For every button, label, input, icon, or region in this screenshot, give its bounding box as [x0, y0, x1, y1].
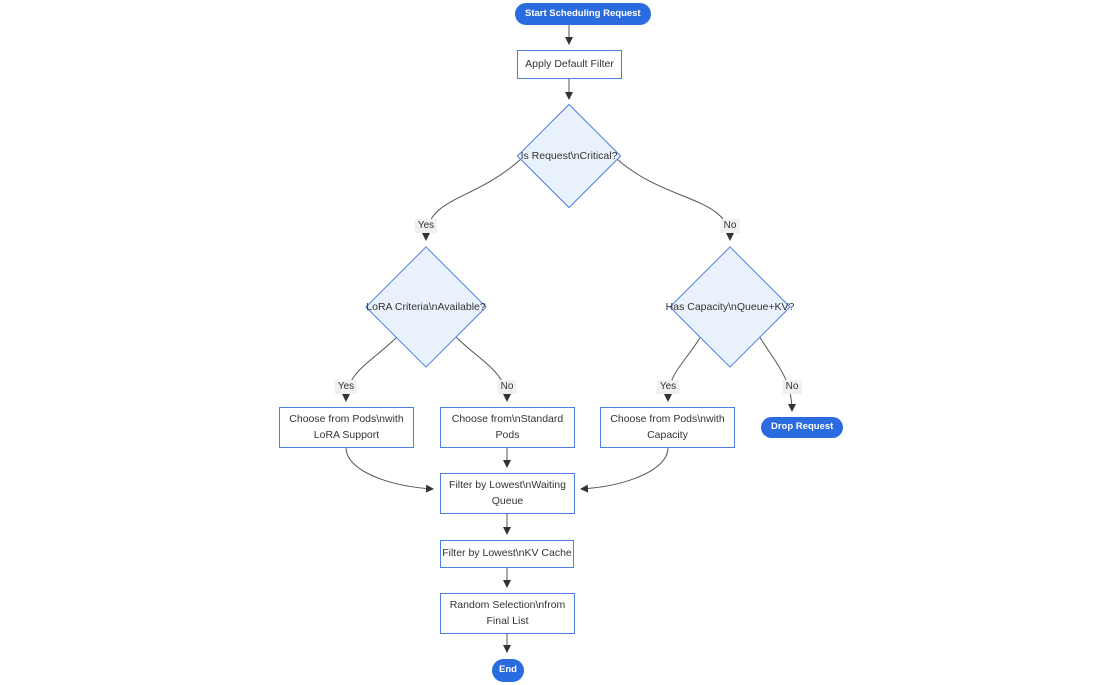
node-filter-waiting-queue: Filter by Lowest\nWaiting Queue — [440, 473, 575, 514]
edge-label-lora-yes: Yes — [334, 380, 358, 394]
node-lora-criteria-available: LoRA Criteria\nAvailable? — [365, 246, 487, 368]
node-is-request-critical: Is Request\nCritical? — [516, 103, 622, 209]
node-apply-default-filter: Apply Default Filter — [517, 50, 622, 79]
node-random-selection: Random Selection\nfrom Final List — [440, 593, 575, 634]
diamond-label: Is Request\nCritical? — [520, 150, 618, 162]
edge-choose-capacity-to-filter-waiting — [580, 447, 669, 493]
edge-critical-no-to-capacity — [616, 158, 734, 241]
edge-label-capacity-no: No — [782, 380, 802, 394]
node-choose-capacity-pods: Choose from Pods\nwith Capacity — [600, 407, 735, 448]
diamond-label: Has Capacity\nQueue+KV? — [665, 301, 795, 313]
node-choose-lora-pods: Choose from Pods\nwith LoRA Support — [279, 407, 414, 448]
node-choose-standard-pods: Choose from\nStandard Pods — [440, 407, 575, 448]
node-start: Start Scheduling Request — [515, 3, 651, 25]
edge-label-critical-no: No — [720, 219, 740, 233]
edge-label-lora-no: No — [497, 380, 517, 394]
node-filter-kv-cache: Filter by Lowest\nKV Cache — [440, 540, 574, 568]
edge-choose-lora-to-filter-waiting — [345, 447, 434, 493]
edge-label-critical-yes: Yes — [414, 219, 438, 233]
edge-label-capacity-yes: Yes — [656, 380, 680, 394]
edge-capacity-no-to-drop — [758, 335, 796, 412]
diamond-label: LoRA Criteria\nAvailable? — [366, 301, 486, 313]
node-drop-request: Drop Request — [761, 417, 844, 438]
node-has-capacity: Has Capacity\nQueue+KV? — [666, 246, 794, 368]
node-end: End — [492, 659, 524, 682]
edge-critical-yes-to-lora — [422, 158, 522, 241]
